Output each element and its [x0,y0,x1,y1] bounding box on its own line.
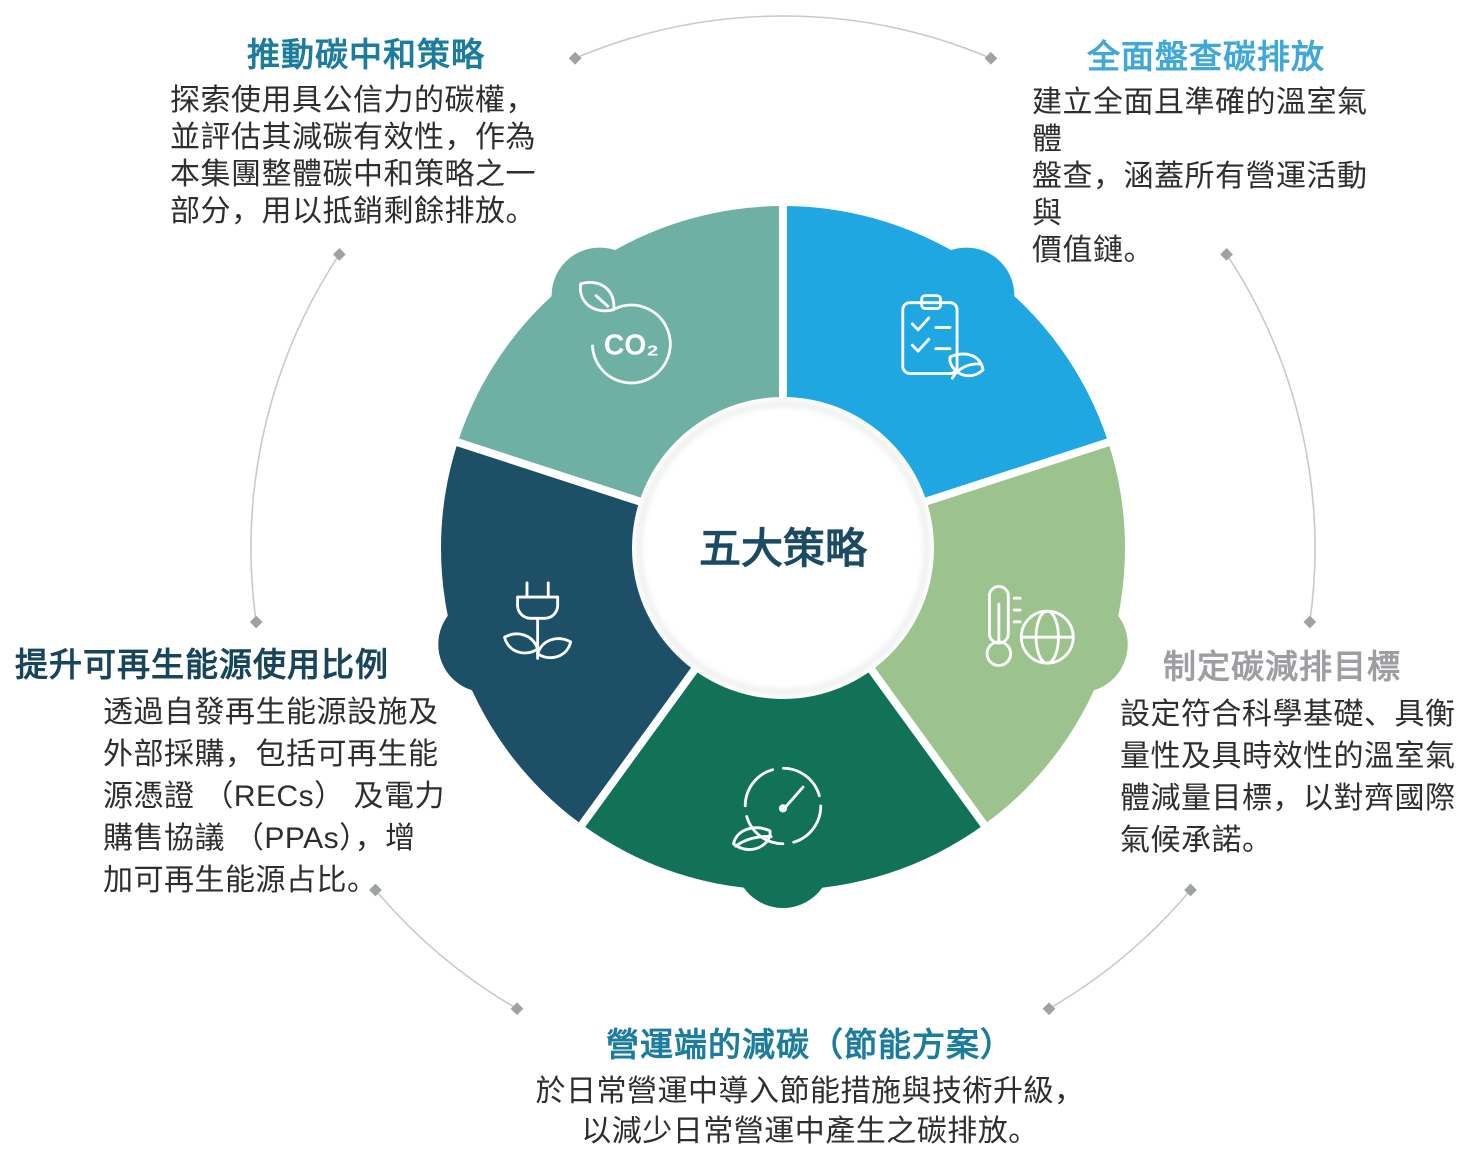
callout-operational-reduction-body: 於日常營運中導入節能措施與技術升級， 以減少日常營運中產生之碳排放。 [535,1075,1085,1149]
callout-carbon-inventory-body: 建立全面且準確的溫室氣體 盤查，涵蓋所有營運活動與 價值鏈。 [1032,86,1368,268]
segment-separator [860,657,1010,858]
segment-separator [556,657,706,858]
segment-separator [420,426,653,510]
guide-diamond-marker [249,615,263,629]
callout-carbon-neutrality-heading: 推動碳中和策略 [247,36,485,73]
callout-reduction-targets-body: 設定符合科學基礎、具衡 量性及具時效性的溫室氣 體減量目標，以對齊國際 氣候承諾… [1120,698,1456,858]
guide-arc [374,889,518,1010]
guide-diamond-marker [1303,615,1317,629]
segment-carbon-inventory [783,206,1109,503]
callout-reduction-targets: 制定碳減排目標 設定符合科學基礎、具衡 量性及具時效性的溫室氣 體減量目標，以對… [1120,646,1468,862]
segment-separator [913,426,1146,510]
callout-carbon-inventory-heading: 全面盤查碳排放 [1087,38,1325,75]
segment-separators [420,168,1146,858]
guide-diamond-marker [568,51,582,65]
guide-arc [574,15,992,60]
callout-carbon-inventory: 全面盤查碳排放 建立全面且準確的溫室氣體 盤查，涵蓋所有營運活動與 價值鏈。 [1032,36,1380,269]
callout-renewable-energy: 提升可再生能源使用比例 透過自發再生能源設施及 外部採購，包括可再生能 源憑證 … [15,644,467,902]
guide-arc [1048,889,1192,1010]
callout-renewable-energy-body: 透過自發再生能源設施及 外部採購，包括可再生能 源憑證 （RECs） 及電力 購… [103,696,446,898]
guide-arc [1225,253,1316,623]
guide-diamond-marker [510,1002,524,1016]
guide-diamond-marker [333,248,346,261]
callout-renewable-energy-heading: 提升可再生能源使用比例 [15,646,389,683]
guide-arc [250,253,341,623]
callout-operational-reduction-heading: 營運端的減碳（節能方案） [606,1026,1014,1063]
guide-diamond-marker [984,51,998,65]
callout-carbon-neutrality: 推動碳中和策略 探索使用具公信力的碳權， 並評估其減碳有效性，作為 本集團整體碳… [170,34,562,230]
wheel-center-hole [632,397,934,699]
donut-hole [632,397,934,699]
callout-reduction-targets-heading: 制定碳減排目標 [1163,648,1401,685]
guide-diamond-marker [1042,1002,1056,1016]
segment-renewable-energy [441,442,697,825]
diagram-center-title: 五大策略 [699,525,868,572]
callout-carbon-neutrality-body: 探索使用具公信力的碳權， 並評估其減碳有效性，作為 本集團整體碳中和策略之一 部… [170,84,536,229]
callout-operational-reduction: 營運端的減碳（節能方案） 於日常營運中導入節能措施與技術升級， 以減少日常營運中… [500,1024,1120,1152]
segment-operational-reduction [581,667,985,891]
hole-inner-shadow [636,401,930,695]
